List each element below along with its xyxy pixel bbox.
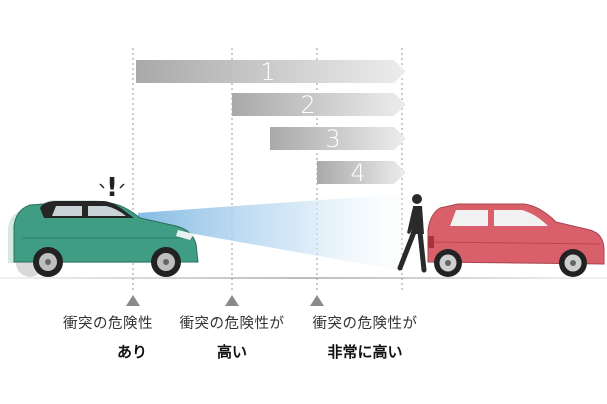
stage-label-3: 3 (325, 125, 340, 153)
stage-label-1: 1 (260, 58, 275, 86)
pedestrian-icon (397, 194, 427, 273)
stage-bars: 1 2 3 4 (136, 58, 406, 187)
caption-1-top: 衝突の危険性 (63, 316, 153, 332)
caption-stage-1: 衝突の危険性 あり (33, 317, 153, 360)
triangle-up-icon (225, 295, 239, 306)
stage-label-2: 2 (300, 91, 315, 119)
caption-3-top: 衝突の危険性が (312, 316, 418, 332)
exclamation-icon: ! (106, 173, 118, 203)
triangle-up-icon (310, 295, 324, 306)
caption-3-bottom: 非常に高い (327, 342, 403, 361)
sensor-beam (138, 192, 432, 276)
stage-markers (126, 295, 324, 306)
alert-ray-left (99, 183, 105, 189)
caption-2-bottom: 高い (216, 342, 247, 361)
own-car (13, 201, 199, 277)
ground-line (0, 277, 607, 279)
stage-bar-4: 4 (317, 159, 406, 187)
stage-bar-2: 2 (232, 91, 406, 119)
triangle-up-icon (126, 295, 140, 306)
caption-1-bottom: あり (116, 342, 147, 361)
caption-2-top: 衝突の危険性が (179, 316, 285, 332)
alert-ray-right (119, 183, 125, 189)
front-car (427, 203, 605, 277)
stage-bar-3: 3 (270, 125, 406, 153)
stage-label-4: 4 (350, 159, 365, 187)
caption-stage-2: 衝突の危険性が 高い (167, 317, 297, 360)
caption-stage-3: 衝突の危険性が 非常に高い (300, 317, 430, 360)
stage-bar-1: 1 (136, 58, 406, 86)
